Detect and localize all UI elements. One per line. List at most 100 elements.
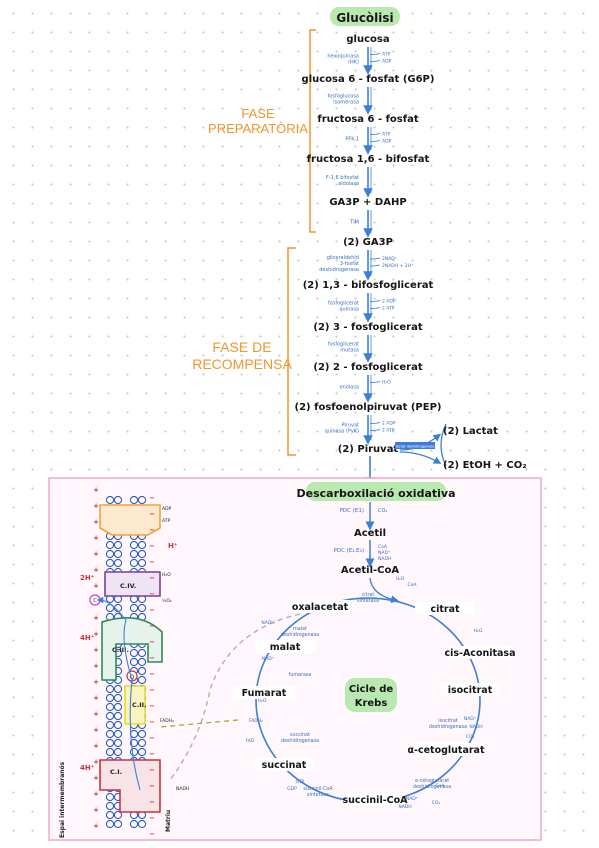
plus-sign: + (93, 726, 99, 734)
plus-sign: + (93, 566, 99, 574)
acetyl-coa-entry-arrow (369, 577, 399, 603)
krebs-cofactor: NAD⁺ (464, 716, 477, 722)
minus-sign: − (149, 734, 155, 742)
side-reaction-label: ATP (382, 132, 390, 138)
minus-sign: − (149, 798, 155, 806)
membrane-lipid (105, 747, 115, 757)
membrane-lipid (105, 495, 115, 505)
complex-iii (101, 616, 163, 681)
glycolysis-enzyme: Piruvat (341, 423, 359, 429)
glycolysis-section: Glucòlisi FASE PREPARATÒRIA FASE DE RECO… (192, 7, 527, 487)
krebs-cofactor: CoA (436, 783, 446, 789)
glycolysis-metabolite: glucosa 6 - fosfat (G6P) (302, 74, 435, 85)
krebs-enzyme: citrat (362, 592, 375, 598)
side-reaction-label: 2 ADP (382, 299, 396, 305)
krebs-metabolite-bg (290, 600, 350, 613)
glycolysis-metabolite: glucosa (346, 34, 389, 45)
glycolysis-enzyme: isomerasa (333, 100, 359, 106)
plus-sign: + (93, 710, 99, 718)
nadh-dashed-link (169, 613, 301, 781)
prep-phase-bracket (309, 29, 316, 233)
krebs-metabolite-bg (416, 743, 476, 756)
membrane-lipid (137, 666, 147, 676)
krebs-metabolite: succinat (262, 760, 307, 771)
glycolysis-metabolite: (2) Piruvat (338, 444, 399, 455)
krebs-metabolite: oxalacetat (292, 602, 349, 613)
krebs-enzyme: sintetasa (307, 792, 329, 798)
plus-sign: + (93, 806, 99, 814)
minus-sign: − (149, 670, 155, 678)
side-reaction-label: 2 ATP (382, 428, 395, 434)
krebs-enzyme: sintetasa (357, 598, 379, 604)
glycolysis-enzyme: F-1,6 bifosfat (326, 175, 359, 181)
glycolysis-enzyme: aldolasa (338, 181, 359, 187)
krebs-cofactor: CoA (408, 582, 418, 588)
glycolysis-metabolite: (2) GA3P (343, 237, 393, 248)
ldh-label-box (395, 442, 435, 449)
plus-sign: + (93, 678, 99, 686)
oxidative-title-highlight (306, 482, 446, 501)
glycolysis-metabolite: fructosa 6 - fosfat (317, 114, 419, 125)
complex-label: C.III. (112, 646, 129, 654)
glycolysis-metabolite: (2) 3 - fosfoglicerat (313, 322, 422, 333)
membrane-lipid (137, 558, 147, 568)
complex-label: C.II. (132, 701, 147, 709)
ferment-bracket (440, 423, 447, 467)
krebs-cofactor: NADH (261, 620, 274, 626)
plus-sign: + (93, 518, 99, 526)
minus-sign: − (149, 622, 155, 630)
complex-iv (104, 571, 161, 597)
plus-sign: + (93, 582, 99, 590)
krebs-enzyme: deshidrogenasa (281, 738, 319, 744)
plus-sign: + (93, 502, 99, 510)
krebs-metabolite: Fumarat (242, 688, 287, 699)
pdc2-nadh: NADH (378, 556, 391, 562)
minus-sign: − (149, 830, 155, 838)
electron-transport-chain: C.I.C.II.C.III.C.IV.4H⁺4H⁺2H⁺H⁺+−+−+−+−+… (59, 486, 189, 838)
proton-label: 4H⁺ (80, 634, 95, 642)
side-reaction-arrow (369, 429, 381, 431)
proton-label: H⁺ (168, 542, 178, 550)
membrane-lipid (137, 819, 147, 829)
glycolysis-metabolite: (2) fosfoenolpiruvat (PEP) (295, 402, 442, 413)
phase-pay-line2: RECOMPENSA (192, 356, 292, 372)
krebs-cofactor: GDP (287, 786, 297, 792)
pdc2-coa: CoA (378, 544, 388, 550)
adp-label: ADP (162, 506, 172, 512)
minus-sign: − (149, 686, 155, 694)
nadh-label: NADH (176, 786, 189, 792)
plus-sign: + (93, 822, 99, 830)
membrane-lipid (105, 792, 115, 802)
side-reaction-arrow (369, 140, 381, 142)
membrane-lipid (105, 738, 115, 748)
side-reaction-arrow (369, 300, 381, 302)
krebs-cofactor: FAD (246, 738, 255, 744)
membrane-lipid (129, 558, 139, 568)
minus-sign: − (149, 750, 155, 758)
side-reaction-label: 2NADH + 2H⁺ (382, 263, 414, 269)
glycolysis-enzyme: (HK) (348, 60, 359, 66)
c-label: C (93, 598, 97, 604)
membrane-lipid (105, 702, 115, 712)
membrane-lipid (129, 657, 139, 667)
membrane-lipid (137, 729, 147, 739)
minus-sign: − (149, 814, 155, 822)
complex-label: C.IV. (120, 582, 136, 590)
krebs-metabolite-bg (255, 640, 315, 653)
krebs-cofactor: H₂O (258, 698, 267, 704)
krebs-enzyme: deshidrogenasa (281, 632, 319, 638)
membrane-lipid (113, 738, 123, 748)
glycolysis-enzyme: quinasa (339, 307, 359, 313)
membrane-lipid (113, 720, 123, 730)
payoff-phase-bracket (287, 247, 296, 456)
krebs-enzyme: fumarasa (289, 672, 312, 678)
side-reaction-arrow (369, 53, 381, 55)
krebs-cofactor: CO₂ (432, 800, 441, 806)
plus-sign: + (93, 662, 99, 670)
membrane-lipid (137, 747, 147, 757)
plus-sign: + (93, 790, 99, 798)
membrane-lipid (113, 693, 123, 703)
glycolysis-enzyme: fosfoglicerat (328, 342, 359, 348)
pdc1-label: PDC (E1) (340, 508, 364, 514)
complex-label: C.I. (110, 768, 122, 776)
